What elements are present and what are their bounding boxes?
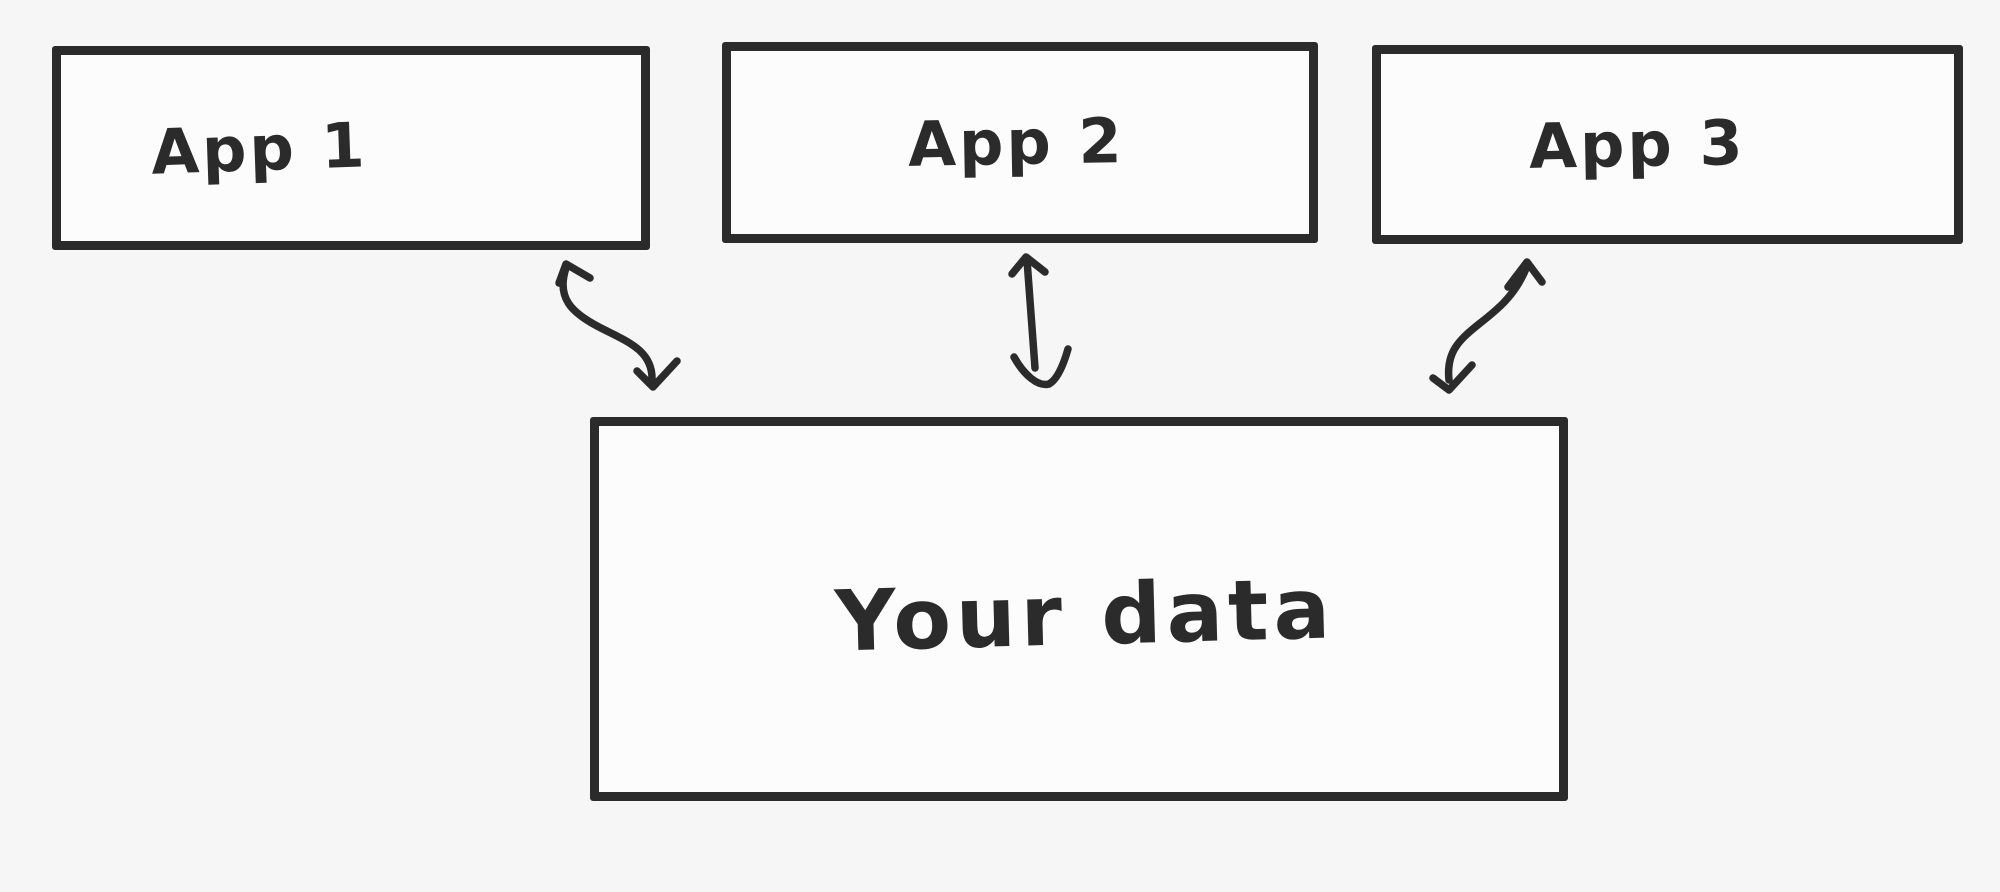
node-app-2-label: App 2 [907, 104, 1125, 181]
node-app-1-label: App 1 [149, 107, 369, 189]
arrow-app3-data-icon [1429, 258, 1546, 394]
node-app-1: App 1 [52, 46, 650, 250]
node-app-3-label: App 3 [1528, 106, 1747, 183]
node-app-3: App 3 [1372, 45, 1963, 244]
node-app-2: App 2 [722, 42, 1318, 243]
node-your-data-label: Your data [833, 559, 1337, 671]
arrow-app1-data-icon [555, 260, 681, 391]
node-your-data: Your data [590, 417, 1568, 801]
arrow-app2-data-icon [1008, 253, 1072, 389]
